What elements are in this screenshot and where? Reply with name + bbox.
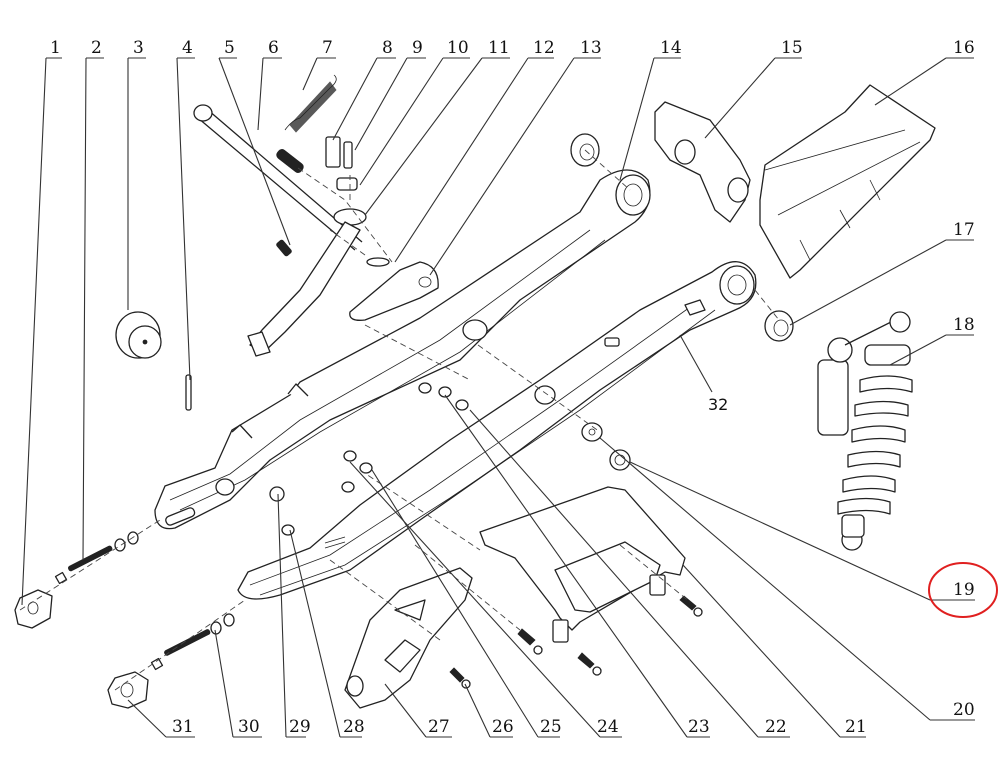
parts-drawing xyxy=(14,74,936,709)
rear-shock-absorber[interactable] xyxy=(817,311,913,551)
leader-lines xyxy=(21,57,975,738)
callout-25[interactable]: 25 xyxy=(540,717,562,737)
callout-30[interactable]: 30 xyxy=(238,717,260,737)
callout-20[interactable]: 20 xyxy=(953,700,975,720)
callout-16[interactable]: 16 xyxy=(953,38,975,58)
callout-8[interactable]: 8 xyxy=(382,38,393,58)
pin[interactable] xyxy=(185,374,192,411)
callout-17[interactable]: 17 xyxy=(953,220,975,240)
callout-9[interactable]: 9 xyxy=(412,38,423,58)
callout-11[interactable]: 11 xyxy=(488,38,510,58)
kickstand-spring[interactable] xyxy=(284,74,337,133)
callout-10[interactable]: 10 xyxy=(447,38,469,58)
chain-guard[interactable] xyxy=(479,486,686,643)
assembly-centerlines xyxy=(19,149,780,691)
swingarm-bushing[interactable] xyxy=(115,311,162,359)
callout-3[interactable]: 3 xyxy=(133,38,144,58)
callout-14[interactable]: 14 xyxy=(660,38,682,58)
flange-nut-and-washer[interactable] xyxy=(581,422,631,471)
chain-adjuster-left[interactable] xyxy=(14,531,139,629)
callout-27[interactable]: 27 xyxy=(428,717,450,737)
chain-adjuster-right[interactable] xyxy=(107,613,235,709)
callout-21[interactable]: 21 xyxy=(845,717,867,737)
kickstand-assembly[interactable] xyxy=(247,136,390,357)
kickstand-bracket[interactable] xyxy=(349,261,439,321)
highlight-circle xyxy=(928,562,998,618)
callout-labels: 1 2 3 4 5 6 7 8 9 10 11 12 13 14 15 16 1… xyxy=(50,38,975,737)
chain-guide[interactable] xyxy=(344,567,473,709)
callout-32[interactable]: 32 xyxy=(708,395,728,414)
callout-23[interactable]: 23 xyxy=(688,717,710,737)
callout-5[interactable]: 5 xyxy=(224,38,235,58)
callout-7[interactable]: 7 xyxy=(322,38,333,58)
callout-18[interactable]: 18 xyxy=(953,315,975,335)
shock-bushing[interactable] xyxy=(764,310,794,342)
shock-link-bracket[interactable] xyxy=(654,101,751,223)
callout-29[interactable]: 29 xyxy=(289,717,311,737)
rear-fender-liner[interactable] xyxy=(759,84,936,279)
callout-22[interactable]: 22 xyxy=(765,717,787,737)
small-hardware[interactable] xyxy=(269,382,469,536)
callout-19[interactable]: 19 xyxy=(953,580,975,600)
callout-24[interactable]: 24 xyxy=(597,717,619,737)
callout-31[interactable]: 31 xyxy=(172,717,194,737)
callout-6[interactable]: 6 xyxy=(268,38,279,58)
callout-4[interactable]: 4 xyxy=(182,38,193,58)
chain-guide-bolts[interactable] xyxy=(449,595,703,689)
callout-26[interactable]: 26 xyxy=(492,717,514,737)
callout-15[interactable]: 15 xyxy=(781,38,803,58)
callout-12[interactable]: 12 xyxy=(533,38,555,58)
swingarm-right-arm[interactable] xyxy=(237,261,757,600)
callout-1[interactable]: 1 xyxy=(50,38,61,58)
swingarm-pivot-axle[interactable] xyxy=(193,104,363,251)
callout-13[interactable]: 13 xyxy=(580,38,602,58)
callout-28[interactable]: 28 xyxy=(343,717,365,737)
callout-2[interactable]: 2 xyxy=(91,38,102,58)
